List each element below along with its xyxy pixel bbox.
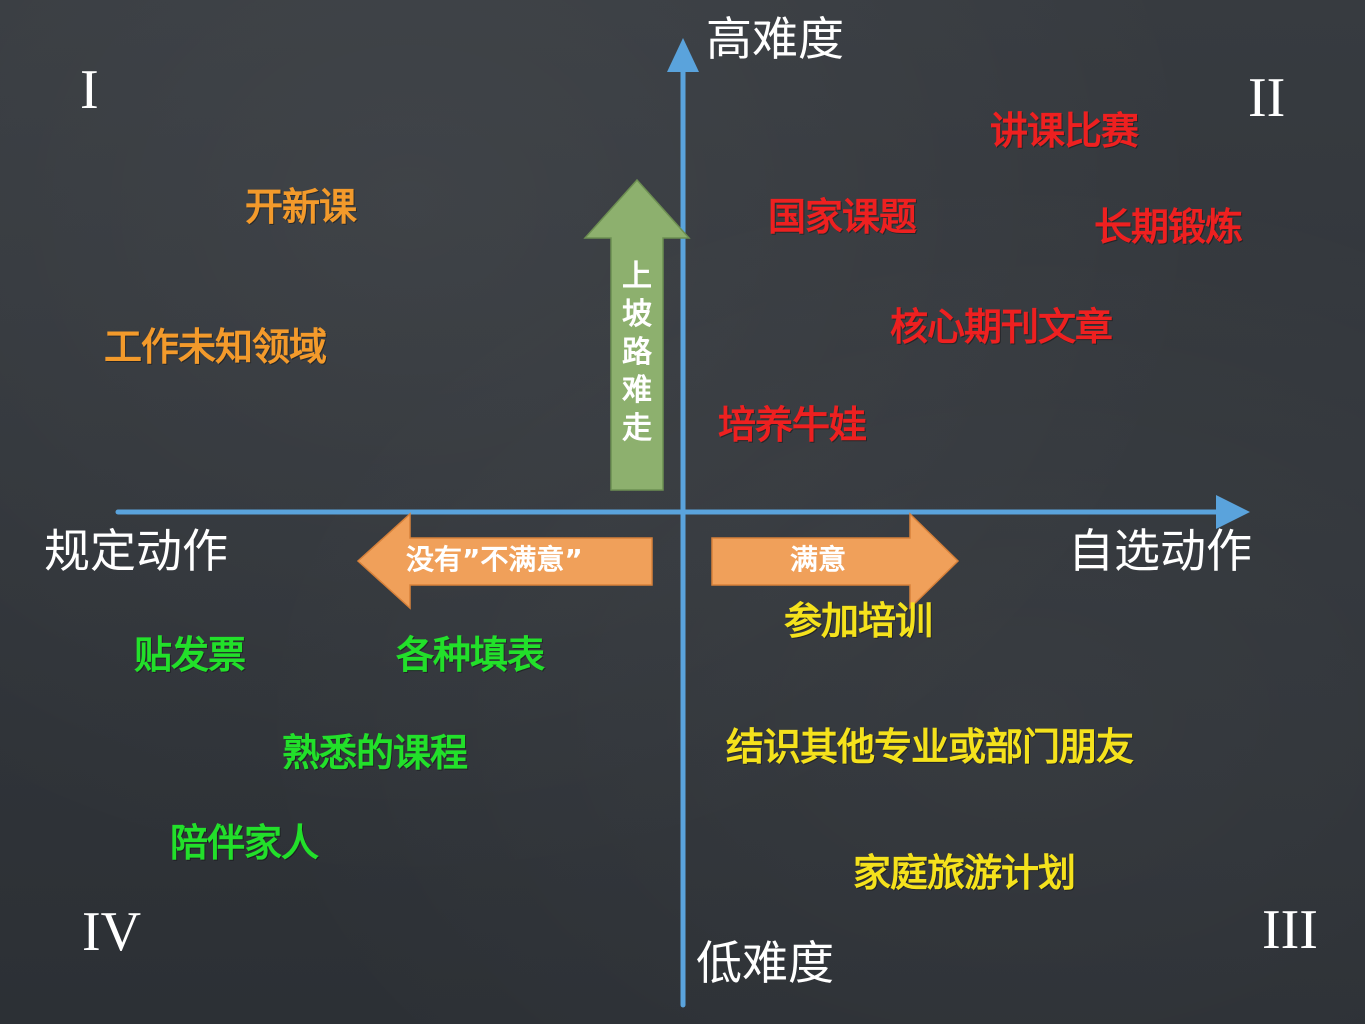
item-cultivate-top-students: 培养牛娃 — [718, 403, 867, 447]
not-dissatisfied-label: 没有”不满意” — [406, 543, 583, 576]
axis-label-optional-actions: 自选动作 — [1068, 524, 1252, 578]
item-family-travel-plan: 家庭旅游计划 — [853, 851, 1076, 895]
quadrant-label-3: III — [1262, 899, 1318, 961]
uphill-arrow-text: 上 坡 路 难 走 — [617, 258, 657, 448]
quadrant-label-4: IV — [82, 901, 142, 963]
axis-label-high-difficulty: 高难度 — [706, 12, 844, 66]
item-teaching-competition: 讲课比赛 — [990, 109, 1139, 153]
satisfied-arrow — [711, 512, 960, 610]
item-meet-other-departments: 结识其他专业或部门朋友 — [726, 725, 1134, 769]
item-accompany-family: 陪伴家人 — [170, 821, 319, 865]
item-new-course: 开新课 — [245, 185, 357, 229]
item-familiar-courses: 熟悉的课程 — [282, 731, 468, 775]
quadrant-label-1: I — [80, 59, 99, 121]
uphill-char: 坡 — [622, 297, 652, 332]
item-unknown-work-area: 工作未知领域 — [104, 325, 327, 369]
uphill-char: 难 — [622, 373, 652, 408]
satisfied-label: 满意 — [790, 543, 847, 576]
axis-label-required-actions: 规定动作 — [44, 524, 228, 578]
uphill-char: 上 — [622, 259, 652, 294]
item-national-project: 国家课题 — [768, 195, 917, 239]
uphill-char: 路 — [622, 335, 652, 370]
vertical-axis-arrowhead — [667, 38, 699, 72]
quadrant-label-2: II — [1248, 67, 1286, 129]
item-fill-forms: 各种填表 — [396, 633, 545, 677]
item-paste-invoices: 贴发票 — [134, 633, 246, 677]
horizontal-axis-arrowhead — [1216, 495, 1250, 529]
uphill-char: 走 — [622, 411, 652, 446]
uphill-arrow — [583, 178, 691, 491]
item-attend-training: 参加培训 — [784, 599, 933, 643]
item-long-term-training: 长期锻炼 — [1094, 205, 1243, 249]
item-core-journal-article: 核心期刊文章 — [890, 305, 1113, 349]
axis-label-low-difficulty: 低难度 — [696, 936, 834, 990]
not-dissatisfied-arrow — [356, 512, 653, 610]
